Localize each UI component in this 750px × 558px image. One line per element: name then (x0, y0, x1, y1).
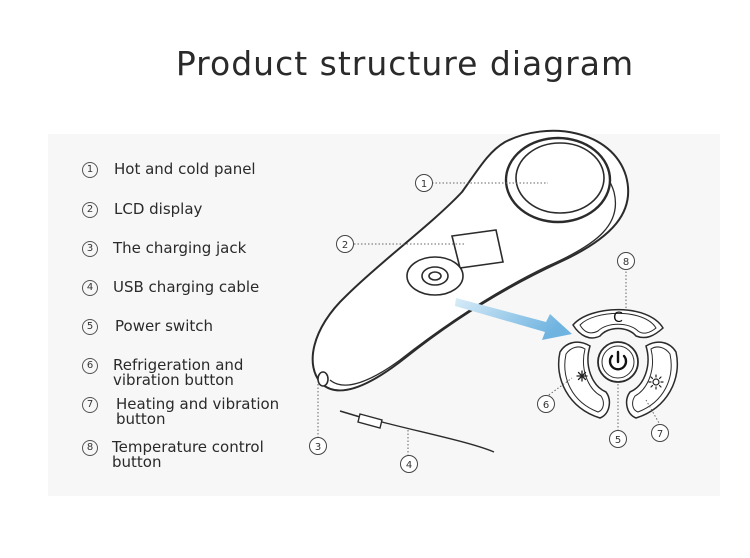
callout-number-5: 5 (615, 435, 621, 446)
sun-icon (648, 374, 664, 390)
callout-number-4: 4 (406, 460, 412, 471)
lcd-display (451, 229, 504, 269)
legend-label: Heating and vibration button (116, 395, 280, 428)
callout-number-3: 3 (315, 442, 321, 453)
callout-numbers: 1 2 3 4 5 6 7 8 (315, 179, 663, 471)
power-icon (608, 350, 628, 371)
hot-cold-panel (504, 136, 612, 224)
callout-5 (609, 430, 627, 448)
legend-label: LCD display (114, 200, 203, 218)
legend-number: 4 (82, 280, 98, 296)
pointer-arrow (455, 298, 572, 340)
device-button-cluster (406, 256, 464, 296)
legend-number: 6 (82, 358, 98, 374)
legend-label: Hot and cold panel (114, 160, 256, 178)
callout-8 (617, 252, 635, 270)
callout-number-8: 8 (623, 257, 629, 268)
usb-cable (339, 410, 495, 453)
leader-lines (317, 182, 660, 456)
legend-label: USB charging cable (113, 278, 260, 296)
callout-4 (400, 455, 418, 473)
callout-number-1: 1 (421, 179, 427, 190)
legend-number: 7 (82, 397, 98, 413)
callout-2 (336, 235, 354, 253)
legend-label: The charging jack (113, 239, 247, 257)
callout-6 (537, 395, 555, 413)
temperature-label: C (613, 310, 623, 326)
button-panel-enlarged (558, 308, 678, 419)
callout-7 (651, 424, 669, 442)
callout-number-7: 7 (657, 429, 663, 440)
legend-number: 1 (82, 162, 98, 178)
callout-number-2: 2 (342, 240, 348, 251)
callout-3 (309, 437, 327, 455)
callouts (309, 174, 669, 473)
callout-1 (415, 174, 433, 192)
legend-label: Refrigeration and vibration button (113, 356, 244, 389)
legend-label: Power switch (115, 317, 214, 335)
page-title: Product structure diagram (175, 44, 635, 83)
legend-number: 2 (82, 202, 98, 218)
legend-number: 8 (82, 440, 98, 456)
snowflake-icon (576, 370, 588, 382)
legend-number: 5 (82, 319, 98, 335)
callout-number-6: 6 (543, 400, 549, 411)
charging-jack (317, 371, 329, 387)
legend-number: 3 (82, 241, 98, 257)
legend-label: Temperature control button (112, 438, 264, 471)
